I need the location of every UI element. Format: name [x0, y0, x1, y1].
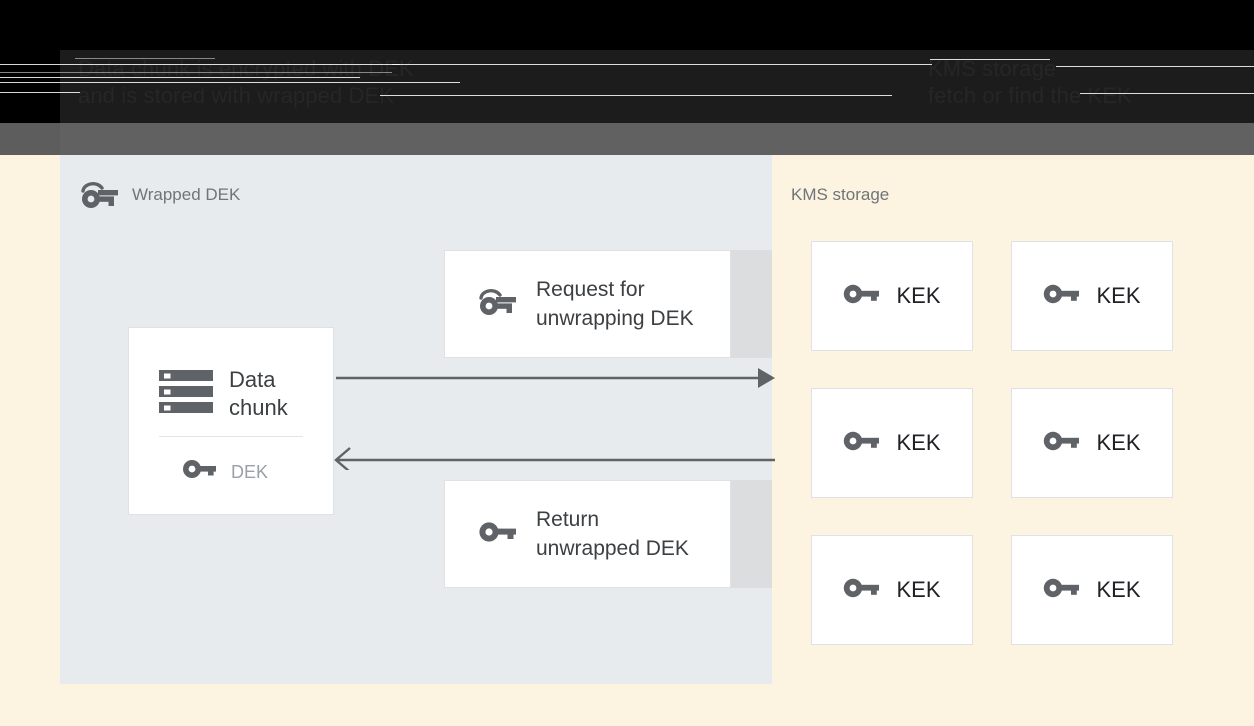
- return-unwrapped-card[interactable]: Return unwrapped DEK: [444, 480, 731, 588]
- kek-card[interactable]: KEK: [1011, 241, 1173, 351]
- key-icon: [843, 576, 880, 605]
- wrapped-dek-panel-title: Wrapped DEK: [132, 185, 241, 204]
- dek-label: DEK: [231, 461, 269, 482]
- scanline-artifact: [0, 77, 360, 78]
- scanline-artifact: [0, 92, 80, 93]
- key-icon: [843, 282, 880, 311]
- return-arrow: [334, 447, 775, 470]
- scanline-artifact: [75, 58, 215, 59]
- message-arrows: [334, 368, 775, 470]
- request-unwrap-card[interactable]: Request for unwrapping DEK: [444, 250, 731, 358]
- kek-card[interactable]: KEK: [811, 241, 973, 351]
- scanline-artifact: [240, 82, 460, 83]
- data-card-divider: [159, 436, 303, 437]
- kek-label: KEK: [896, 430, 941, 455]
- kek-label: KEK: [1096, 430, 1141, 455]
- banner-black-strip: [0, 0, 1254, 50]
- kek-label: KEK: [896, 577, 941, 602]
- scanline-artifact: [392, 64, 932, 65]
- request-unwrap-label: Request for unwrapping DEK: [536, 278, 694, 330]
- kek-grid: KEK KEK KEK: [811, 241, 1173, 645]
- banner-dark-strip: [0, 50, 1254, 123]
- kek-card[interactable]: KEK: [811, 388, 973, 498]
- return-unwrapped-label: Return unwrapped DEK: [536, 508, 689, 560]
- banner-caption-left: Data chunk is encrypted with DEK and is …: [78, 56, 414, 108]
- wrapped-key-icon: [478, 286, 518, 323]
- key-icon: [478, 519, 518, 550]
- wrapped-key-icon: [80, 180, 120, 215]
- kek-label: KEK: [1096, 577, 1141, 602]
- data-chunk-card[interactable]: Data chunk DEK: [128, 327, 334, 515]
- key-icon: [1043, 282, 1080, 311]
- banner-grey-strip-left: [0, 123, 60, 155]
- dek-row: DEK: [183, 458, 268, 485]
- kms-storage-title: KMS storage: [791, 185, 890, 204]
- return-card-shadow: [730, 480, 772, 588]
- scanline-artifact: [0, 82, 240, 83]
- key-icon: [183, 458, 216, 485]
- kek-label: KEK: [896, 283, 941, 308]
- server-stack-icon: [159, 368, 213, 421]
- request-arrow: [336, 368, 775, 388]
- data-chunk-row: Data chunk: [159, 366, 288, 422]
- banner-caption-right: KMS storage fetch or find the KEK: [928, 56, 1132, 108]
- banner-grey-strip: [0, 123, 1254, 155]
- banner-dark-strip-left: [0, 50, 60, 123]
- key-icon: [843, 429, 880, 458]
- kek-card[interactable]: KEK: [1011, 388, 1173, 498]
- key-icon: [1043, 429, 1080, 458]
- scanline-artifact: [930, 59, 1050, 60]
- data-chunk-label: Data chunk: [229, 367, 288, 420]
- scanline-artifact: [1080, 93, 1254, 94]
- kek-card[interactable]: KEK: [1011, 535, 1173, 645]
- kek-card[interactable]: KEK: [811, 535, 973, 645]
- key-icon: [1043, 576, 1080, 605]
- scanline-artifact: [1056, 66, 1254, 67]
- kek-label: KEK: [1096, 283, 1141, 308]
- request-card-shadow: [730, 250, 772, 358]
- scanline-artifact: [380, 95, 892, 96]
- scanline-artifact: [0, 64, 400, 65]
- scanline-artifact: [0, 72, 392, 73]
